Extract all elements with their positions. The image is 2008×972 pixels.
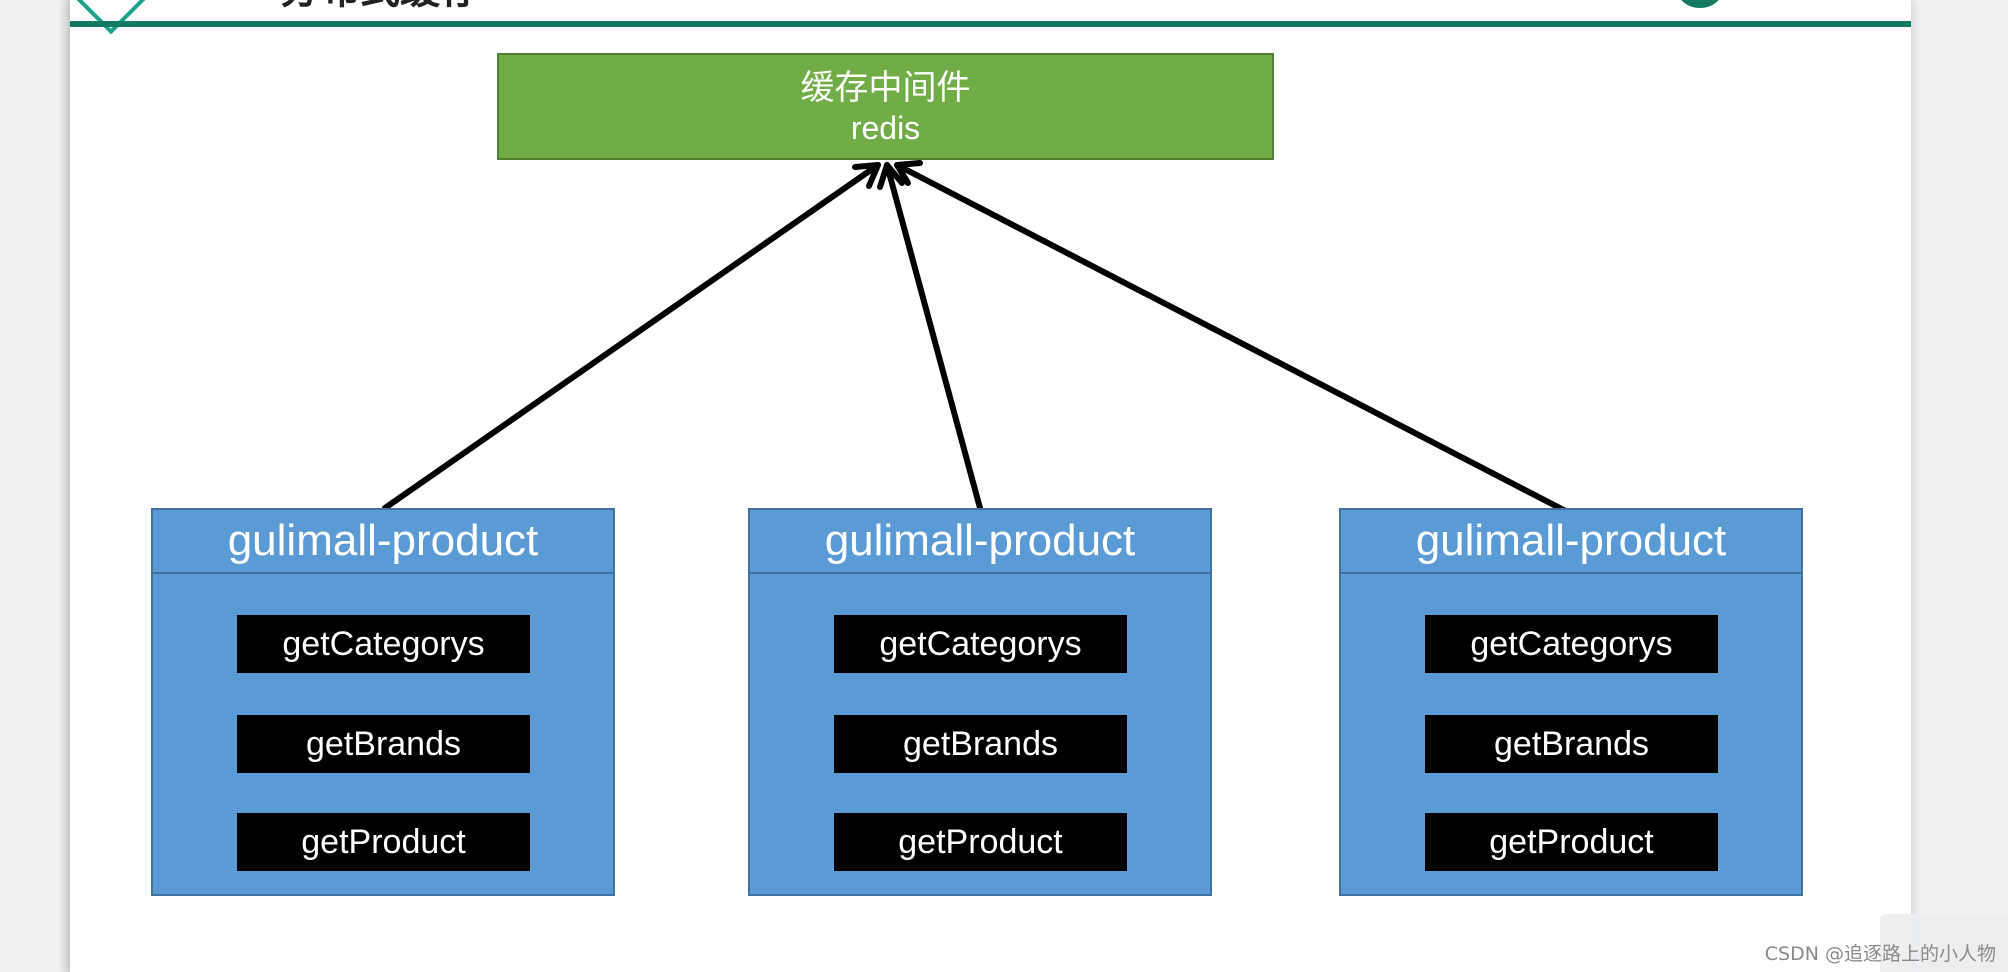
- method-get-categorys: getCategorys: [1425, 615, 1718, 673]
- service-node-1: gulimall-product getCategorys getBrands …: [151, 508, 615, 896]
- service-title: gulimall-product: [750, 510, 1210, 574]
- cache-middleware-label: 缓存中间件: [800, 67, 971, 108]
- method-get-product: getProduct: [1425, 813, 1718, 871]
- method-get-product: getProduct: [834, 813, 1127, 871]
- corner-tab: [1880, 914, 2008, 972]
- service-title: gulimall-product: [153, 510, 613, 574]
- cache-middleware-box: 缓存中间件 redis: [497, 53, 1274, 160]
- method-get-product: getProduct: [237, 813, 530, 871]
- method-get-brands: getBrands: [1425, 715, 1718, 773]
- method-get-categorys: getCategorys: [834, 615, 1127, 673]
- method-get-brands: getBrands: [237, 715, 530, 773]
- method-get-brands: getBrands: [834, 715, 1127, 773]
- service-node-2: gulimall-product getCategorys getBrands …: [748, 508, 1212, 896]
- redis-label: redis: [850, 109, 921, 146]
- slide-title: 分布式缓存: [280, 0, 480, 10]
- method-get-categorys: getCategorys: [237, 615, 530, 673]
- page-shadow: [58, 0, 70, 972]
- header-badge-icon: [1678, 0, 1722, 8]
- service-title: gulimall-product: [1341, 510, 1801, 574]
- service-node-3: gulimall-product getCategorys getBrands …: [1339, 508, 1803, 896]
- watermark: CSDN @追逐路上的小人物: [1764, 943, 1996, 965]
- header-rule: [70, 21, 1911, 27]
